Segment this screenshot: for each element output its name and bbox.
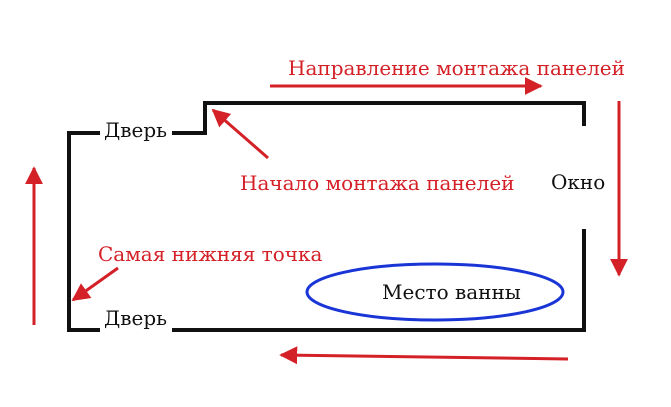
arrow-start-pointer [211, 108, 269, 160]
bath-area-outline [305, 262, 565, 322]
arrow-bottom-left [279, 346, 569, 365]
arrows [25, 77, 628, 365]
window-label: Окно [551, 170, 605, 194]
bath-label: Место ванны [382, 280, 521, 304]
door-label-bottom: Дверь [104, 306, 167, 330]
wall-top [172, 101, 586, 135]
start-label: Начало монтажа панелей [240, 171, 515, 195]
wall-right-lower [205, 229, 586, 332]
lowest-point-label: Самая нижняя точка [98, 242, 322, 266]
door-label-top: Дверь [104, 118, 167, 142]
arrow-lowest-pointer [71, 266, 119, 302]
room-walls [67, 101, 586, 332]
wall-left [67, 131, 100, 332]
direction-label: Направление монтажа панелей [288, 56, 625, 80]
